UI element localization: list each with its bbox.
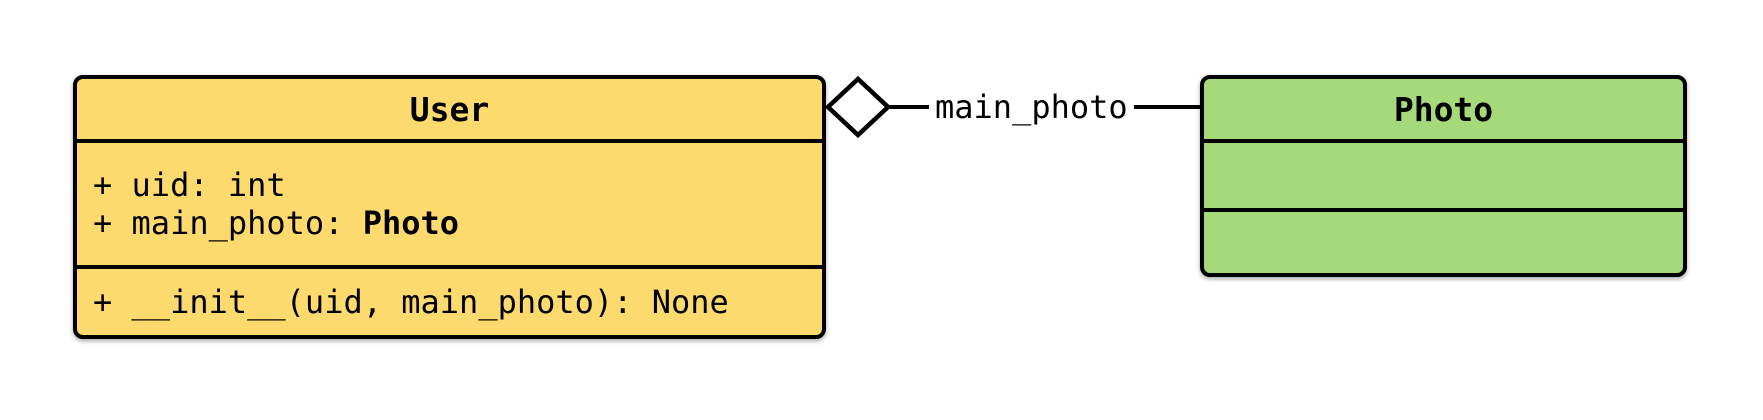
class-box-photo: Photo: [1200, 75, 1687, 277]
class-title-photo: Photo: [1393, 89, 1494, 129]
aggregation-diamond-icon: [824, 75, 892, 139]
class-attributes-user: + uid: int + main_photo: Photo: [77, 139, 822, 265]
class-methods-photo: [1204, 208, 1683, 273]
attribute-type: Photo: [362, 204, 460, 242]
class-title-user: User: [409, 89, 490, 129]
connector-label: main_photo: [929, 88, 1134, 126]
class-box-user: User + uid: int + main_photo: Photo + __…: [73, 75, 826, 339]
class-attributes-photo: [1204, 139, 1683, 208]
attribute-line-uid: + uid: int: [93, 166, 286, 204]
method-line-init: + __init__(uid, main_photo): None: [93, 283, 729, 321]
class-methods-user: + __init__(uid, main_photo): None: [77, 265, 822, 335]
attribute-prefix: + main_photo:: [93, 204, 363, 242]
attribute-line-main-photo: + main_photo: Photo: [93, 204, 822, 242]
